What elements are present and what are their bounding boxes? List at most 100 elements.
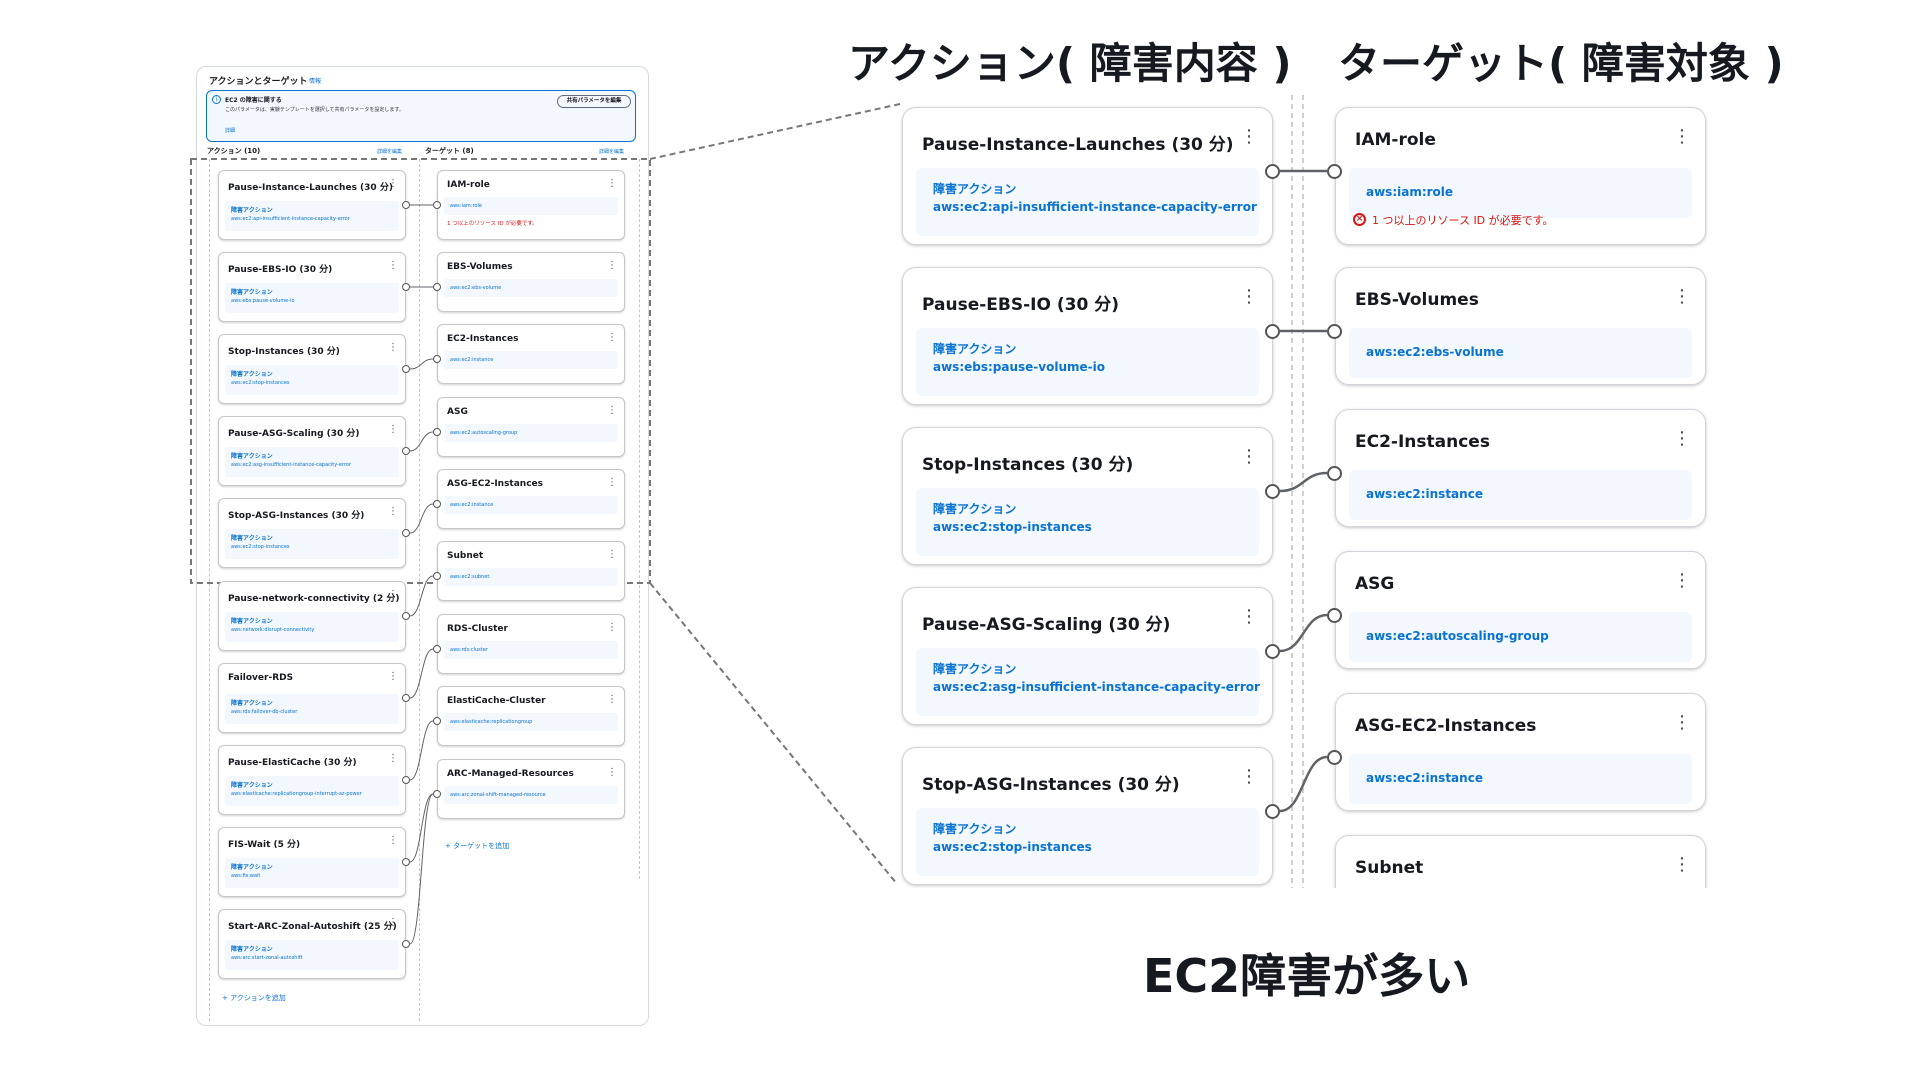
target-card[interactable]: ASG⋮aws:ec2:autoscaling-group xyxy=(1335,551,1706,669)
kebab-menu-icon[interactable]: ⋮ xyxy=(388,424,398,435)
mini-target-card[interactable]: Subnet⋮aws:ec2:subnet xyxy=(437,541,625,601)
targets-header: ターゲット (8) xyxy=(425,147,474,155)
mini-connector xyxy=(409,431,434,452)
kebab-menu-icon[interactable]: ⋮ xyxy=(388,753,398,764)
kebab-menu-icon[interactable]: ⋮ xyxy=(607,332,617,343)
error-message: 1 つ以上のリソース ID が必要です。 xyxy=(1372,214,1554,227)
mini-target-card[interactable]: ASG⋮aws:ec2:autoscaling-group xyxy=(437,397,625,457)
mini-action-card[interactable]: Start-ARC-Zonal-Autoshift (25 分)⋮障害アクション… xyxy=(218,909,406,979)
kebab-menu-icon[interactable]: ⋮ xyxy=(607,178,617,189)
kebab-menu-icon[interactable]: ⋮ xyxy=(1240,766,1258,787)
kebab-menu-icon[interactable]: ⋮ xyxy=(1673,712,1691,733)
kebab-menu-icon[interactable]: ⋮ xyxy=(1240,606,1258,627)
edit-shared-params-button[interactable]: 共有パラメータを編集 xyxy=(557,95,631,108)
mini-target-card[interactable]: RDS-Cluster⋮aws:rds:cluster xyxy=(437,614,625,674)
mini-action-type: 障害アクション xyxy=(231,207,273,214)
banner-link[interactable]: 詳細 xyxy=(225,128,236,134)
kebab-menu-icon[interactable]: ⋮ xyxy=(1673,428,1691,449)
target-card[interactable]: ASG-EC2-Instances⋮aws:ec2:instance xyxy=(1335,693,1706,811)
action-id: aws:ec2:api-insufficient-instance-capaci… xyxy=(933,200,1257,214)
add-action-button[interactable]: + アクションを追加 xyxy=(222,994,286,1002)
mini-target-card[interactable]: EC2-Instances⋮aws:ec2:instance xyxy=(437,324,625,384)
target-card[interactable]: Subnet⋮ xyxy=(1335,835,1706,888)
kebab-menu-icon[interactable]: ⋮ xyxy=(607,477,617,488)
kebab-menu-icon[interactable]: ⋮ xyxy=(607,260,617,271)
kebab-menu-icon[interactable]: ⋮ xyxy=(388,178,398,189)
mini-action-type: 障害アクション xyxy=(231,946,273,953)
action-type-label: 障害アクション xyxy=(933,822,1017,836)
connector-dot xyxy=(433,355,441,363)
mini-target-id: aws:ec2:instance xyxy=(450,357,494,363)
kebab-menu-icon[interactable]: ⋮ xyxy=(388,260,398,271)
kebab-menu-icon[interactable]: ⋮ xyxy=(1240,286,1258,307)
kebab-menu-icon[interactable]: ⋮ xyxy=(388,835,398,846)
target-detail: aws:ec2:instance xyxy=(1349,470,1692,520)
zoom-connector-lines xyxy=(1279,169,1328,813)
panel-info-link[interactable]: 情報 xyxy=(309,78,322,85)
target-connector-dot xyxy=(1327,164,1342,179)
connector-dot xyxy=(433,283,441,291)
kebab-menu-icon[interactable]: ⋮ xyxy=(607,622,617,633)
info-circle-icon: i xyxy=(212,95,221,104)
action-title: Pause-EBS-IO (30 分) xyxy=(922,295,1119,315)
target-detail: aws:iam:role xyxy=(1349,168,1692,218)
kebab-menu-icon[interactable]: ⋮ xyxy=(388,506,398,517)
mini-target-card[interactable]: EBS-Volumes⋮aws:ec2:ebs-volume xyxy=(437,252,625,312)
kebab-menu-icon[interactable]: ⋮ xyxy=(1673,126,1691,147)
kebab-menu-icon[interactable]: ⋮ xyxy=(1240,446,1258,467)
target-card[interactable]: EBS-Volumes⋮aws:ec2:ebs-volume xyxy=(1335,267,1706,385)
connector-dot xyxy=(433,201,441,209)
kebab-menu-icon[interactable]: ⋮ xyxy=(607,694,617,705)
mini-target-card[interactable]: ASG-EC2-Instances⋮aws:ec2:instance xyxy=(437,469,625,529)
kebab-menu-icon[interactable]: ⋮ xyxy=(388,589,398,600)
kebab-menu-icon[interactable]: ⋮ xyxy=(388,342,398,353)
zoom-connector xyxy=(1279,471,1328,493)
mini-connector xyxy=(409,648,434,699)
add-target-button[interactable]: + ターゲットを追加 xyxy=(445,842,510,850)
kebab-menu-icon[interactable]: ⋮ xyxy=(1240,126,1258,147)
mini-target-id: aws:ec2:instance xyxy=(450,502,494,508)
mini-target-title: Subnet xyxy=(447,551,484,561)
connector-dot xyxy=(402,447,410,455)
mini-target-card[interactable]: ARC-Managed-Resources⋮aws:arc:zonal-shif… xyxy=(437,759,625,819)
kebab-menu-icon[interactable]: ⋮ xyxy=(1673,854,1691,875)
kebab-menu-icon[interactable]: ⋮ xyxy=(607,767,617,778)
kebab-menu-icon[interactable]: ⋮ xyxy=(607,405,617,416)
mini-target-card[interactable]: ElastiCache-Cluster⋮aws:elasticache:repl… xyxy=(437,686,625,746)
mini-action-type: 障害アクション xyxy=(231,864,273,871)
action-title: Stop-ASG-Instances (30 分) xyxy=(922,775,1180,795)
kebab-menu-icon[interactable]: ⋮ xyxy=(1673,570,1691,591)
mini-target-id: aws:ec2:autoscaling-group xyxy=(450,430,518,436)
kebab-menu-icon[interactable]: ⋮ xyxy=(388,671,398,682)
mini-action-type: 障害アクション xyxy=(231,700,273,707)
target-id: aws:iam:role xyxy=(1366,185,1454,199)
actions-edit-link[interactable]: 詳細を編集 xyxy=(377,149,403,155)
mini-action-card[interactable]: Pause-network-connectivity (2 分)⋮障害アクション… xyxy=(218,581,406,651)
mini-action-id: aws:rds:failover-db-cluster xyxy=(231,709,298,715)
kebab-menu-icon[interactable]: ⋮ xyxy=(1673,286,1691,307)
kebab-menu-icon[interactable]: ⋮ xyxy=(388,917,398,928)
targets-edit-link[interactable]: 詳細を編集 xyxy=(599,149,625,155)
action-id: aws:ec2:stop-instances xyxy=(933,520,1092,534)
kebab-menu-icon[interactable]: ⋮ xyxy=(607,549,617,560)
target-card[interactable]: EC2-Instances⋮aws:ec2:instance xyxy=(1335,409,1706,527)
